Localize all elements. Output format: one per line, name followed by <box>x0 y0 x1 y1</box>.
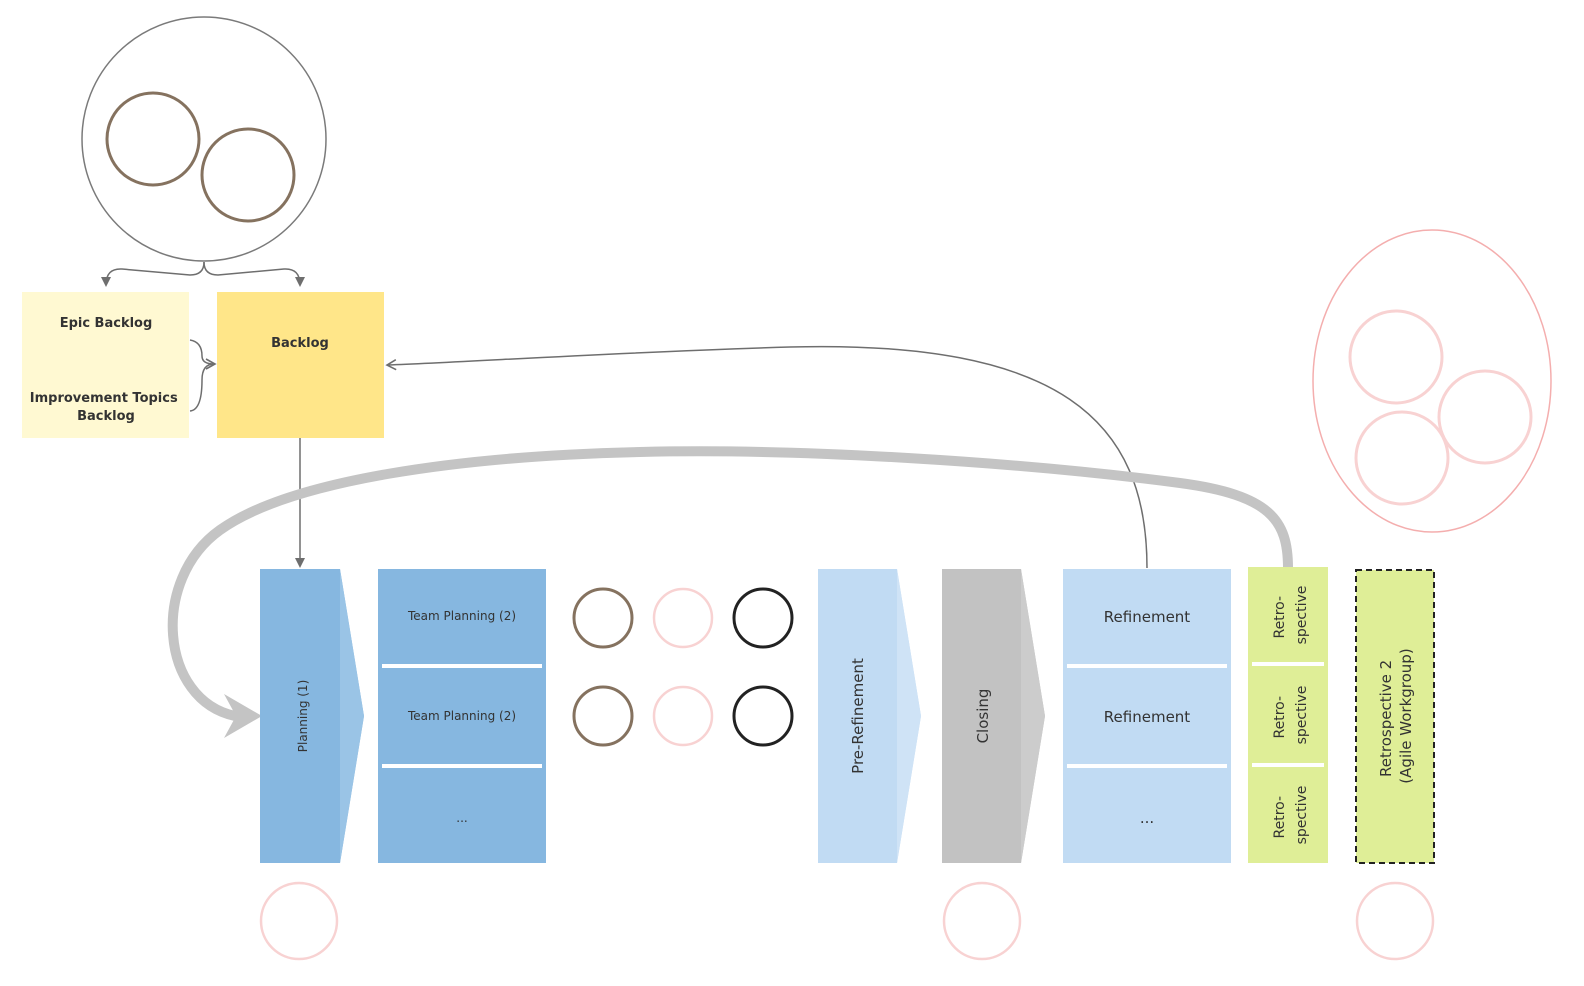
black-circle-2 <box>732 685 794 747</box>
planning-stage: Planning (1) <box>260 569 364 863</box>
brace-connector-left <box>101 261 205 287</box>
improvement-topics-label: Improvement Topics Backlog <box>30 391 183 424</box>
epic-improvement-box <box>22 292 189 438</box>
planning-chevron-tip <box>340 569 364 863</box>
agile-workgroup-group <box>1312 229 1552 533</box>
team-planning-block: Team Planning (2) Team Planning (2) ... <box>378 569 546 863</box>
workgroup-circle-3 <box>1354 410 1450 506</box>
bottom-pink-circle-closing <box>942 881 1022 961</box>
inner-circle-left <box>105 91 201 187</box>
team-planning-label-1: Team Planning (2) <box>407 609 516 623</box>
retrospective-2-box <box>1355 569 1435 864</box>
retrospective-block: Retro- spective Retro- spective Retro- s… <box>1248 567 1328 863</box>
bottom-pink-circle-planning <box>259 881 339 961</box>
pink-circle-2 <box>652 685 714 747</box>
refinement-label-1: Refinement <box>1104 608 1191 626</box>
improvement-to-backlog-connector <box>189 358 217 412</box>
refinement-label-3: ... <box>1140 809 1154 827</box>
team-planning-label-2: Team Planning (2) <box>407 709 516 723</box>
closing-stage: Closing <box>942 569 1045 863</box>
refinement-label-2: Refinement <box>1104 708 1191 726</box>
refinement-box <box>1063 569 1231 863</box>
retrospective-label-1: Retro- spective <box>1272 586 1310 645</box>
outer-circle <box>81 16 327 262</box>
team-planning-label-3: ... <box>456 811 467 825</box>
team-planning-divider-1 <box>382 664 542 668</box>
agile-workgroup-oval <box>1312 229 1552 533</box>
retrospective-label-2: Retro- spective <box>1272 686 1310 745</box>
pre-refinement-stage: Pre-Refinement <box>818 569 921 863</box>
epic-to-backlog-connector <box>189 339 215 365</box>
product-owner-group <box>81 16 327 262</box>
brace-connector-right <box>203 261 305 287</box>
backlog-label: Backlog <box>271 336 329 351</box>
pre-refinement-chevron <box>818 569 921 863</box>
retro-loop-arrowhead <box>224 694 262 738</box>
closing-chevron-tip <box>1021 569 1045 863</box>
refinement-divider-1 <box>1067 664 1227 668</box>
refinement-to-backlog-arrow <box>385 345 1148 569</box>
refinement-block: Refinement Refinement ... <box>1063 569 1231 863</box>
retrospective-box <box>1248 567 1328 863</box>
retrospective-divider-2 <box>1252 763 1324 767</box>
pre-refinement-chevron-tip <box>897 569 921 863</box>
epic-backlog-label: Epic Backlog <box>60 316 153 331</box>
backlog-box <box>217 292 384 438</box>
brown-circle-2 <box>572 685 634 747</box>
team-planning-divider-2 <box>382 764 542 768</box>
closing-label: Closing <box>974 689 992 744</box>
workgroup-circle-1 <box>1348 309 1444 405</box>
planning-label: Planning (1) <box>296 680 310 753</box>
retro-loop-arrow <box>167 446 1293 721</box>
closing-chevron <box>942 569 1045 863</box>
team-planning-box <box>378 569 546 863</box>
planning-chevron <box>260 569 364 863</box>
pink-circle-1 <box>652 587 714 649</box>
bottom-pink-circle-retro <box>1355 881 1435 961</box>
black-circle-1 <box>732 587 794 649</box>
inner-circle-right <box>200 127 296 223</box>
retrospective-2-block: Retrospective 2 (Agile Workgroup) <box>1355 569 1435 864</box>
circles-grid <box>572 587 794 747</box>
workgroup-circle-2 <box>1437 369 1533 465</box>
retrospective-label-3: Retro- spective <box>1272 786 1310 845</box>
retrospective-divider-1 <box>1252 662 1324 666</box>
brown-circle-1 <box>572 587 634 649</box>
retrospective-2-label: Retrospective 2 (Agile Workgroup) <box>1377 648 1415 783</box>
pre-refinement-label: Pre-Refinement <box>849 658 867 774</box>
refinement-divider-2 <box>1067 764 1227 768</box>
